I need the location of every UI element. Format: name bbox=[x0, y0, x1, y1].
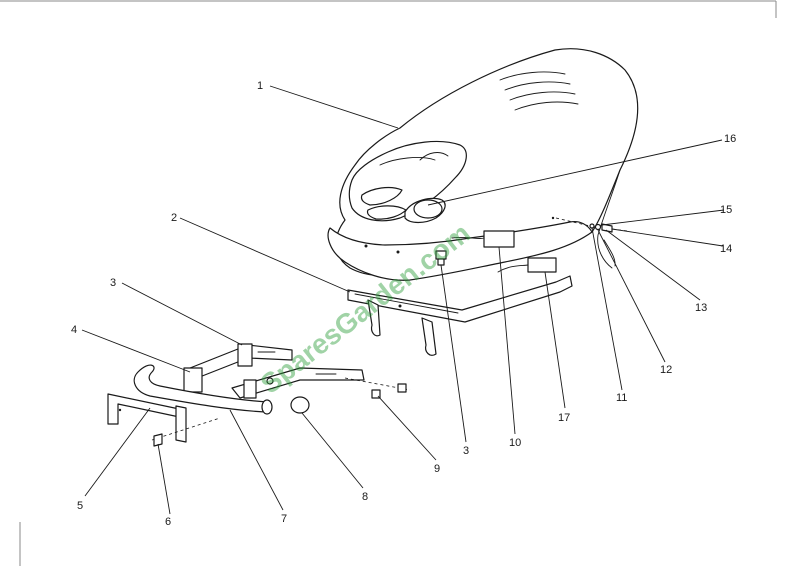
callout-4: 4 bbox=[71, 324, 77, 336]
callout-15: 15 bbox=[720, 204, 732, 216]
callout-8: 8 bbox=[362, 491, 368, 503]
callout-13: 13 bbox=[695, 302, 707, 314]
decal-label-10 bbox=[483, 230, 515, 248]
callout-5: 5 bbox=[77, 500, 83, 512]
callout-6: 6 bbox=[165, 516, 171, 528]
bumper-end-cap bbox=[290, 396, 310, 414]
callout-2: 2 bbox=[171, 212, 177, 224]
callout-3-upper: 3 bbox=[110, 277, 116, 289]
hood bbox=[327, 48, 639, 281]
callout-11: 11 bbox=[616, 392, 627, 404]
callout-numbers: 1 2 3 4 5 6 7 8 9 3 10 17 11 12 13 14 15… bbox=[71, 80, 736, 528]
callout-17: 17 bbox=[558, 412, 570, 424]
hood-support-plate bbox=[347, 275, 573, 356]
decal-labels bbox=[451, 230, 557, 273]
decal-label-17 bbox=[527, 257, 557, 273]
callout-7: 7 bbox=[281, 513, 287, 525]
callout-16: 16 bbox=[724, 133, 736, 145]
bumper-tube bbox=[133, 364, 273, 415]
callout-9: 9 bbox=[434, 463, 440, 475]
callout-10: 10 bbox=[509, 437, 521, 449]
callout-14: 14 bbox=[720, 243, 732, 255]
callout-1: 1 bbox=[257, 80, 263, 92]
callout-3-lower: 3 bbox=[463, 445, 469, 457]
callout-12: 12 bbox=[660, 364, 672, 376]
bumper-front-plate bbox=[107, 393, 187, 443]
bumper-bracket-right bbox=[231, 367, 365, 399]
leader-lines bbox=[81, 85, 725, 515]
